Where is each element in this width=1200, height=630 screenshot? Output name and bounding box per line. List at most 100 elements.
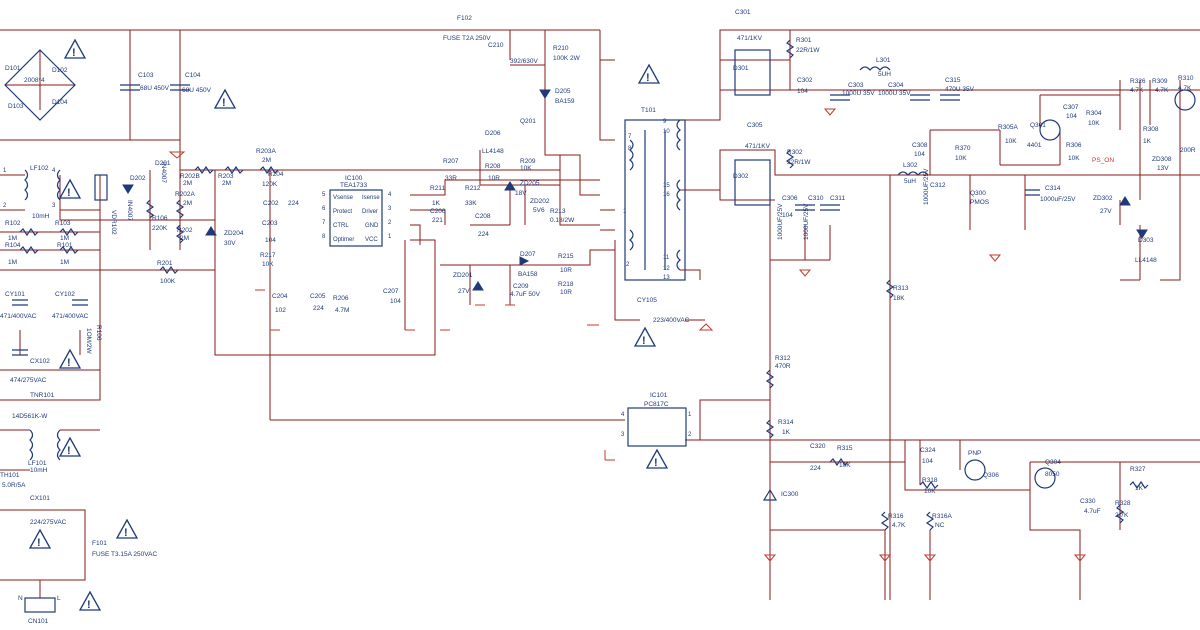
label: TNR101 xyxy=(30,392,55,399)
label: 4.7M xyxy=(335,307,349,314)
label: 2M xyxy=(180,235,189,242)
label: 10mH xyxy=(32,213,50,220)
svg-text:!: ! xyxy=(67,187,71,199)
label: R203A xyxy=(256,148,277,155)
label: CTRL xyxy=(333,223,349,229)
label: R218 xyxy=(558,281,574,288)
ic100-body xyxy=(329,189,383,247)
label: C104 xyxy=(185,72,201,79)
label: Driver xyxy=(362,209,378,215)
label: 13V xyxy=(1157,165,1169,172)
label: LL4148 xyxy=(482,148,504,155)
label: 1K xyxy=(782,429,791,436)
label: C303 xyxy=(848,82,864,89)
label: D101 xyxy=(5,65,21,72)
label: 1M xyxy=(60,259,69,266)
label: C308 xyxy=(912,142,928,149)
label: L302 xyxy=(903,162,918,169)
warning-icon: ! xyxy=(633,326,657,347)
label: R202 xyxy=(177,227,193,234)
label: F101 xyxy=(92,540,107,547)
label: 27V xyxy=(1100,208,1112,215)
label: 224/275VAC xyxy=(30,519,67,526)
label: 12 xyxy=(663,266,670,272)
label: R104 xyxy=(5,242,21,249)
label: IN4007 xyxy=(160,162,167,183)
label: D206 xyxy=(485,130,501,137)
label: 3 xyxy=(52,203,56,209)
label: R315 xyxy=(837,445,853,452)
label: D201 xyxy=(155,160,171,167)
label: 104 xyxy=(797,88,808,95)
label: 10R xyxy=(560,289,572,296)
label: ZD202 xyxy=(530,198,550,205)
label: R318 xyxy=(922,477,938,484)
label: R370 xyxy=(955,145,971,152)
label: C209 xyxy=(513,283,529,290)
label: R301 xyxy=(796,37,812,44)
label: ZD204 xyxy=(224,230,244,237)
label: R217 xyxy=(260,252,276,259)
label: 4.7uF 50V xyxy=(510,291,541,298)
label: 1 xyxy=(388,234,392,240)
label: BA158 xyxy=(518,271,538,278)
label: 2 xyxy=(3,203,7,209)
label: R316A xyxy=(932,513,953,520)
label: 1000uF/25V xyxy=(1040,196,1076,203)
label: C306 xyxy=(782,195,798,202)
label: IC101 xyxy=(650,392,668,399)
label: FUSE T3.15A 250VAC xyxy=(92,551,157,558)
label: PNP xyxy=(968,450,981,457)
label: 22R/1W xyxy=(796,47,820,54)
label: C203 xyxy=(262,220,278,227)
label: 15 xyxy=(663,183,670,189)
label: 223/400VAC xyxy=(653,317,690,324)
label: CY101 xyxy=(5,291,25,298)
label: 10K xyxy=(262,261,274,268)
label: R210 xyxy=(553,45,569,52)
label: 1K xyxy=(1135,485,1144,492)
ps-on-label: PS_ON xyxy=(1092,157,1114,164)
label: 221 xyxy=(432,217,443,224)
component-labels: D101 2008*4 D102 D103 D104 C103 68U 450V… xyxy=(0,9,1196,625)
svg-text:!: ! xyxy=(67,357,71,369)
label: R305A xyxy=(998,124,1019,131)
label: C210 xyxy=(488,42,504,49)
label: R213 xyxy=(550,208,566,215)
label: 3 xyxy=(388,206,392,212)
label: 4 xyxy=(52,168,56,174)
label: IC300 xyxy=(781,491,799,498)
label: C310 xyxy=(808,195,824,202)
label: BA159 xyxy=(555,98,575,105)
label: 13 xyxy=(663,275,670,281)
svg-text:!: ! xyxy=(87,599,91,611)
label: Protect xyxy=(333,209,352,215)
svg-text:!: ! xyxy=(654,457,658,469)
label: 1M xyxy=(8,235,17,242)
label: VCC xyxy=(365,237,378,243)
label: GND xyxy=(365,223,379,229)
label: 18V xyxy=(515,190,527,197)
label: 4401 xyxy=(1027,142,1042,149)
warning-icon: ! xyxy=(63,38,87,59)
label: R202B xyxy=(180,173,200,180)
label: D103 xyxy=(8,103,24,110)
label: R309 xyxy=(1152,78,1168,85)
label: R308 xyxy=(1143,126,1159,133)
label: C312 xyxy=(930,182,946,189)
label: C204 xyxy=(272,293,288,300)
label: 14D561K-W xyxy=(12,413,48,420)
label: 33K xyxy=(465,200,477,207)
label: R211 xyxy=(430,185,445,192)
label: R209 xyxy=(520,158,536,165)
label: 10K xyxy=(520,165,532,172)
label: 6 xyxy=(322,206,326,212)
label: 10K xyxy=(1088,120,1100,127)
label: 2008*4 xyxy=(24,77,45,84)
label: 2 xyxy=(626,262,630,268)
label: 2M xyxy=(183,180,192,187)
label: R106 xyxy=(152,215,168,222)
label: C202 xyxy=(263,200,279,207)
label: CN101 xyxy=(28,618,49,625)
label: 5UH xyxy=(878,71,891,78)
